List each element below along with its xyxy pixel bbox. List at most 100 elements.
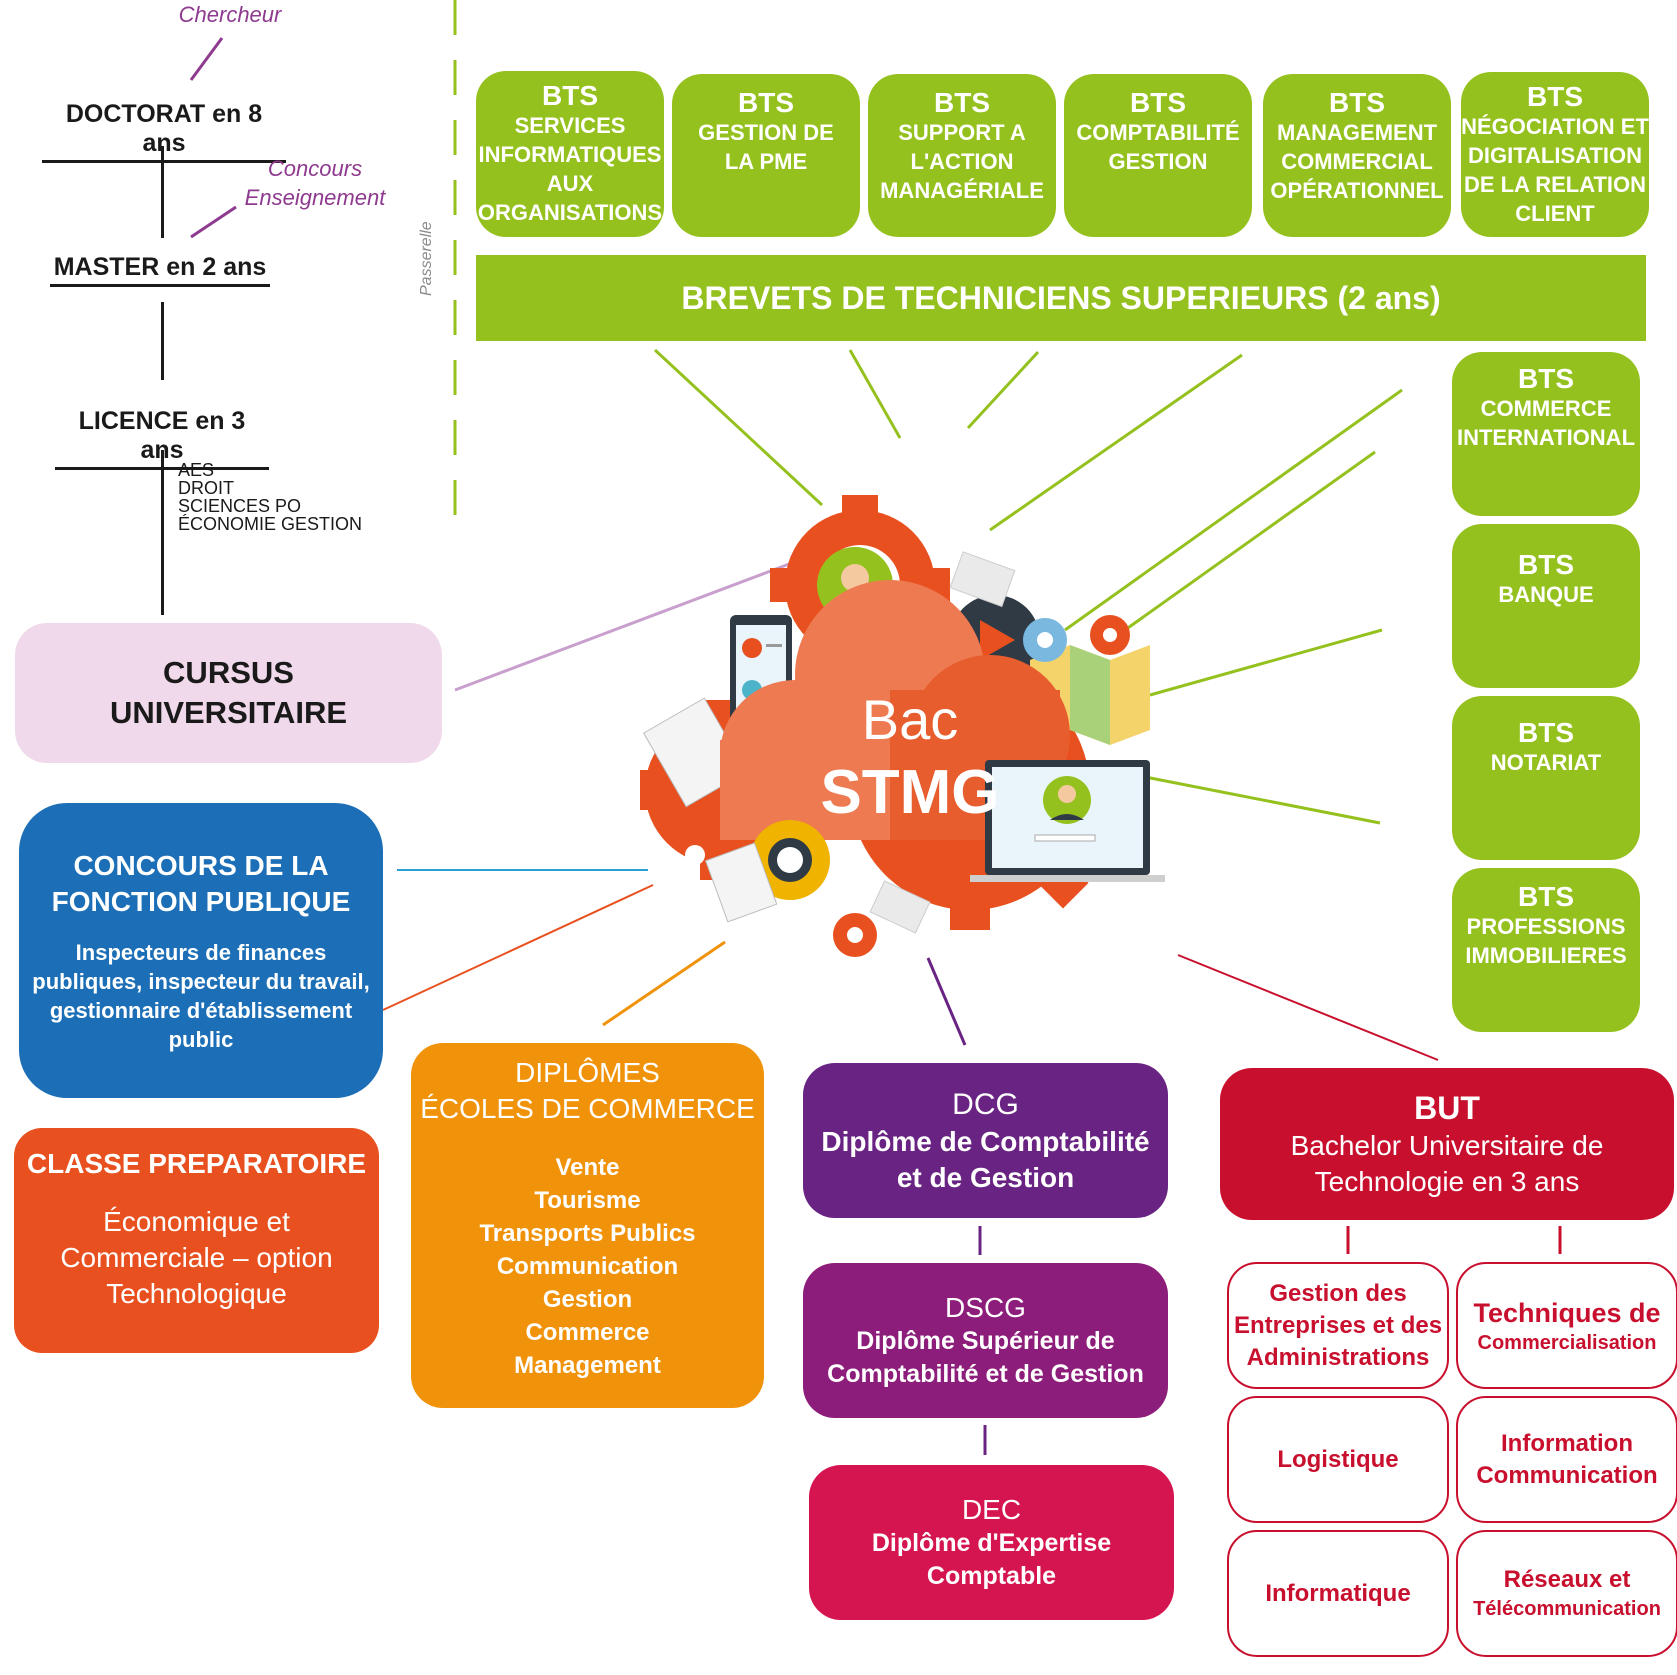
ecoles-item: Management: [514, 1352, 661, 1379]
but-sub-line: Gestion des: [1269, 1279, 1407, 1307]
bts-professions-immobilieres: BTS PROFESSIONS IMMOBILIERES: [1452, 868, 1640, 1032]
bts-line: MANAGÉRIALE: [880, 178, 1044, 203]
bts-head: BTS: [1130, 87, 1186, 118]
dscg-body-line: Diplôme Supérieur de: [856, 1326, 1115, 1355]
master-label: MASTER en 2 ans: [50, 253, 270, 287]
bts-line: INTERNATIONAL: [1456, 425, 1636, 450]
dcg-title: DCG: [952, 1087, 1019, 1121]
licence-list: AES DROIT SCIENCES PO ÉCONOMIE GESTION: [178, 461, 362, 533]
bts-negociation-digitalisation: BTS NÉGOCIATION ET DIGITALISATION DE LA …: [1461, 72, 1649, 237]
cursus-universitaire-box: CURSUS UNIVERSITAIRE: [15, 623, 442, 763]
bts-head: BTS: [1329, 87, 1385, 118]
but-body-line: Technologie en 3 ans: [1314, 1166, 1580, 1197]
bts-services-informatiques: BTS SERVICES INFORMATIQUES AUX ORGANISAT…: [476, 71, 664, 237]
bts-line: BANQUE: [1498, 582, 1594, 607]
classe-preparatoire-box: CLASSE PREPARATOIRE Économique et Commer…: [14, 1128, 379, 1353]
ecoles-item: Vente: [555, 1154, 620, 1181]
bts-commerce-international: BTS COMMERCE INTERNATIONAL: [1452, 352, 1640, 516]
gear-icon: [833, 913, 877, 957]
bts-support-action-manageriale: BTS SUPPORT A L'ACTION MANAGÉRIALE: [868, 74, 1056, 237]
laptop-icon: [970, 760, 1165, 882]
stmg-label: STMG: [820, 758, 1000, 827]
gear-icon: [1023, 618, 1067, 662]
ecoles-item: Tourisme: [534, 1187, 641, 1214]
ecoles-item: Commerce: [525, 1319, 650, 1346]
but-sub-gea: Gestion des Entreprises et des Administr…: [1227, 1262, 1449, 1389]
bac-label: Bac: [861, 688, 959, 751]
bts-comptabilite-gestion: BTS COMPTABILITÉ GESTION: [1064, 74, 1252, 237]
but-sub-line: Communication: [1476, 1461, 1658, 1489]
but-sub-reseaux: Réseaux et Télécommunication: [1456, 1530, 1677, 1657]
licence-item: DROIT: [178, 478, 234, 498]
concours-title2: FONCTION PUBLIQUE: [51, 885, 351, 917]
bts-head: BTS: [1527, 80, 1583, 112]
bts-line: OPÉRATIONNEL: [1270, 178, 1444, 203]
bts-line: GESTION DE: [698, 120, 834, 145]
bts-banque: BTS BANQUE: [1452, 524, 1640, 688]
bts-line: CLIENT: [1515, 200, 1595, 226]
cursus-line1: CURSUS: [163, 655, 294, 690]
bts-line: COMMERCE: [1480, 396, 1612, 421]
ecoles-title2: ÉCOLES DE COMMERCE: [420, 1093, 755, 1124]
but-sub-line: Entreprises et des: [1233, 1311, 1443, 1339]
concours-title1: CONCOURS DE LA: [73, 849, 329, 881]
cursus-line2: UNIVERSITAIRE: [109, 695, 348, 730]
bts-line: LA PME: [724, 149, 808, 174]
dec-body-line: Comptable: [926, 1561, 1057, 1590]
concours-enseignement-label: Concours Enseignement: [240, 154, 390, 212]
but-sub-logistique: Logistique: [1227, 1396, 1449, 1523]
bts-head: BTS: [1518, 881, 1574, 912]
bts-line: NOTARIAT: [1490, 750, 1602, 775]
bts-line: INFORMATIQUES: [478, 142, 662, 167]
dcg-body-line: et de Gestion: [896, 1161, 1075, 1193]
bts-head: BTS: [1518, 363, 1574, 394]
ladder-line: [161, 302, 164, 380]
bts-management-commercial: BTS MANAGEMENT COMMERCIAL OPÉRATIONNEL: [1263, 74, 1451, 237]
prepa-body-line: Technologique: [106, 1278, 287, 1309]
licence-item: AES: [178, 460, 215, 480]
dec-body-line: Diplôme d'Expertise: [871, 1528, 1112, 1557]
bts-head: BTS: [934, 87, 990, 118]
chercheur-label: Chercheur: [178, 2, 282, 27]
bts-line: COMPTABILITÉ: [1076, 120, 1240, 145]
bts-line: DE LA RELATION: [1463, 171, 1647, 197]
concours-body-line: gestionnaire d'établissement: [49, 997, 353, 1023]
concours-body-line: publiques, inspecteur du travail,: [32, 968, 370, 994]
prepa-body-line: Commerciale – option: [60, 1242, 333, 1273]
ecoles-title1: DIPLÔMES: [515, 1057, 660, 1088]
ecoles-commerce-box: DIPLÔMES ÉCOLES DE COMMERCE Vente Touris…: [411, 1043, 764, 1408]
gear-icon: [750, 820, 830, 900]
dscg-title: DSCG: [945, 1291, 1026, 1323]
concours-fonction-publique-box: CONCOURS DE LA FONCTION PUBLIQUE Inspect…: [19, 803, 383, 1098]
ecoles-item: Transports Publics: [479, 1220, 696, 1247]
bts-line: NÉGOCIATION ET: [1461, 113, 1649, 139]
bts-line: DIGITALISATION: [1468, 142, 1642, 168]
envelope-icon: [869, 880, 931, 934]
concours-body-line: Inspecteurs de finances: [75, 939, 327, 965]
dscg-box: DSCG Diplôme Supérieur de Comptabilité e…: [803, 1263, 1168, 1418]
bts-head: BTS: [1518, 717, 1574, 748]
bts-line: ORGANISATIONS: [477, 200, 663, 225]
prepa-title: CLASSE PREPARATOIRE: [26, 1148, 367, 1179]
bac-stmg-illustration: [640, 495, 1165, 957]
bts-head: BTS: [1518, 549, 1574, 580]
ladder-line: [161, 146, 164, 238]
ecoles-item: Communication: [496, 1253, 679, 1280]
but-title: BUT: [1414, 1090, 1480, 1126]
dec-box: DEC Diplôme d'Expertise Comptable: [809, 1465, 1174, 1620]
licence-item: SCIENCES PO: [178, 496, 302, 516]
id-card-icon: [704, 842, 778, 923]
bts-line: PROFESSIONS: [1466, 914, 1626, 939]
but-sub-line: Télécommunication: [1473, 1597, 1661, 1620]
but-body-line: Bachelor Universitaire de: [1290, 1130, 1604, 1161]
doctorat-label: DOCTORAT en 8 ans: [42, 100, 286, 163]
concours-body-line: public: [168, 1026, 234, 1052]
bts-head: BTS: [738, 87, 794, 118]
concours-line1: Concours: [267, 156, 363, 181]
bts-gestion-pme: BTS GESTION DE LA PME: [672, 74, 860, 237]
bts-line: L'ACTION: [910, 149, 1014, 174]
but-sub-line: Commercialisation: [1477, 1331, 1657, 1354]
bts-banner: BREVETS DE TECHNICIENS SUPERIEURS (2 ans…: [476, 255, 1646, 341]
dec-title: DEC: [961, 1493, 1022, 1525]
